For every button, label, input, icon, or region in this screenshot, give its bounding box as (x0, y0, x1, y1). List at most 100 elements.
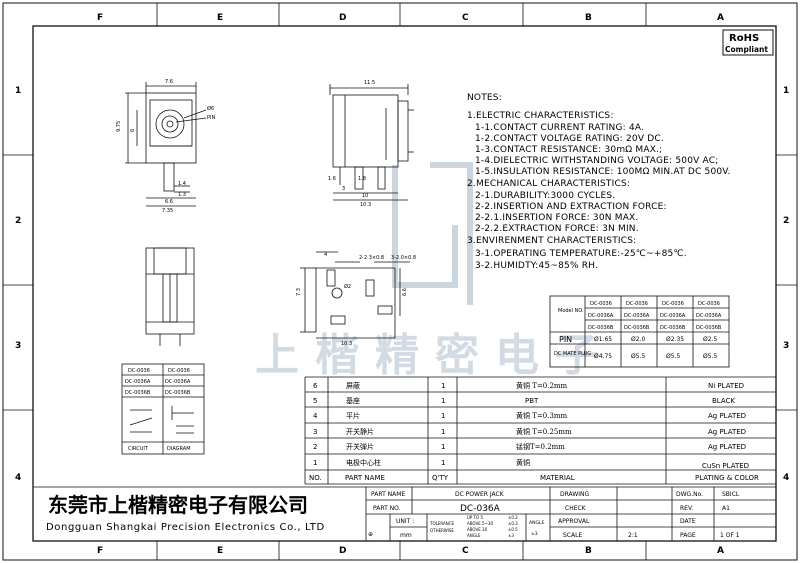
approval-label: APPROVAL (558, 518, 590, 525)
bom-row5-qty: 1 (441, 397, 445, 405)
notes-block: NOTES: 1.ELECTRIC CHARACTERISTICS: 1-1.C… (467, 93, 731, 271)
dim-side-c: 3 (342, 186, 345, 192)
bom-row4-qty: 1 (441, 412, 445, 420)
model-r2-c1: DC-0036A (588, 313, 614, 319)
bom-row5-plating: BLACK (712, 397, 735, 405)
bom-row2-material: 锰钢T=0.2mm (516, 442, 565, 451)
bom-row3-no: 3 (313, 428, 317, 436)
zone-row-4-right: 4 (783, 473, 789, 483)
dim-bottom-c: 6.6 (165, 199, 173, 205)
dwg-no-value: SBICL (722, 491, 740, 498)
circuit-r2-c2: DC-0036A (165, 379, 191, 385)
company-name-en: Dongguan Shangkai Precision Electronics … (46, 522, 325, 533)
unit-value: mm (400, 532, 412, 539)
bom-header-material: MATERIAL (540, 474, 575, 482)
dim-pcb-bottom: 10.3 (341, 341, 352, 347)
bom-header-no: NO. (309, 474, 322, 482)
zone-col-d-bottom: D (339, 546, 346, 556)
note-line-6: 1-5.INSULATION RESISTANCE: 100MΩ MIN.AT … (475, 167, 731, 177)
rohs-subtitle: Compliant (725, 45, 768, 54)
dim-side-d: 10 (362, 193, 368, 199)
bom-row6-name: 屏蔽 (346, 381, 360, 390)
scale-label: SCALE (563, 532, 582, 539)
part-no-value: DC-036A (460, 504, 501, 514)
bom-row4-no: 4 (313, 412, 318, 420)
bom-row4-plating: Ag PLATED (708, 412, 746, 420)
zone-col-f-bottom: F (97, 546, 103, 556)
model-r2-c3: DC-0036A (660, 313, 686, 319)
notes-title: NOTES: (467, 93, 502, 103)
tol-val-4: ±3 (508, 533, 514, 538)
page-label: PAGE (680, 532, 696, 539)
note-line-5: 1-4.DIELECTRIC WITHSTANDING VOLTAGE: 500… (475, 156, 718, 166)
rev-value: A1 (722, 505, 730, 512)
dim-pcb-4: 4 (324, 252, 327, 258)
tol-val-2: ±0.3 (508, 521, 518, 526)
bom-header-plating: PLATING & COLOR (695, 474, 759, 482)
bom-row2-no: 2 (313, 443, 317, 451)
bom-row1-name: 电极中心柱 (346, 458, 381, 467)
tol-val-3: ±0.5 (508, 527, 518, 532)
watermark-text: 上楷精密电子 (255, 330, 615, 381)
dim-bottom-d: 7.35 (162, 208, 173, 214)
watermark-logo (392, 162, 473, 305)
pin-label: PIN (559, 335, 572, 344)
tol-row-4: ANGLE (467, 533, 481, 538)
bom-table: 6 屏蔽 1 黄铜 T=0.2mm Ni PLATED 5 基座 1 PBT B… (304, 376, 776, 485)
plug-value-2: Ø5.5 (631, 353, 645, 360)
drawing-label: DRAWING (560, 491, 590, 498)
zone-row-3: 3 (15, 341, 21, 351)
part-name-label: PART NAME (371, 491, 405, 498)
zone-row-3-right: 3 (783, 341, 789, 351)
bom-row1-plating: CuSn PLATED (702, 462, 749, 470)
zone-col-b: B (585, 13, 592, 23)
angle-value: ±3 (531, 531, 538, 537)
bom-row6-qty: 1 (441, 382, 445, 390)
date-label: DATE (680, 518, 696, 525)
circuit-r3-c2: DC-0036B (165, 390, 191, 396)
plug-value-4: Ø5.5 (703, 353, 717, 360)
dim-pcb-slot1: 2-2.3×0.8 (359, 255, 384, 261)
bom-header-qty: Q'TY (432, 474, 449, 482)
dim-pcb-hole: Ø2 (344, 283, 351, 290)
pin-value-1: Ø1.65 (594, 336, 612, 343)
bom-row6-no: 6 (313, 382, 318, 390)
circuit-r2-c1: DC-0036A (125, 379, 151, 385)
circuit-r1-c1: DC-0036 (128, 368, 150, 374)
model-r3-c3: DC-0036B (660, 325, 686, 331)
bom-row6-material: 黄铜 T=0.2mm (516, 381, 568, 390)
zone-col-b-bottom: B (585, 546, 592, 556)
bom-row6-plating: Ni PLATED (708, 382, 744, 390)
note-line-12: 3.ENVIRENMENT CHARACTERISTICS: (467, 236, 636, 246)
model-r1-c4: DC-0036 (698, 301, 720, 307)
bom-row2-qty: 1 (441, 443, 445, 451)
zone-row-1: 1 (15, 86, 21, 96)
dim-side-top: 11.5 (364, 80, 375, 86)
model-r2-c4: DC-0036A (696, 313, 722, 319)
section-view (145, 247, 195, 346)
pin-value-2: Ø2.0 (631, 336, 645, 343)
note-line-7: 2.MECHANICAL CHARACTERISTICS: (467, 179, 630, 189)
tol-row-2: ABOVE 5~30 (467, 521, 493, 526)
projection-symbol: ⊕ (368, 531, 373, 538)
note-line-11: 2-2.2.EXTRACTION FORCE: 3N MIN. (475, 224, 639, 234)
zone-col-f: F (97, 13, 103, 23)
tol-row-1: UP TO 5 (467, 515, 483, 520)
dim-side-e: 10.3 (360, 202, 371, 208)
part-no-label: PART NO. (373, 505, 401, 512)
model-r1-c1: DC-0036 (590, 301, 612, 307)
company-name-cn: 东莞市上楷精密电子有限公司 (48, 493, 308, 517)
note-line-2: 1-1.CONTACT CURRENT RATING: 4A. (475, 123, 644, 133)
row-zone-labels: 1 2 3 4 1 2 3 4 (15, 86, 789, 483)
zone-col-e-bottom: E (217, 546, 223, 556)
dim-front-width: 7.6 (165, 79, 173, 85)
note-line-3: 1-2.CONTACT VOLTAGE RATING: 20V DC. (475, 134, 664, 144)
zone-col-e: E (217, 13, 223, 23)
zone-col-c: C (462, 13, 469, 23)
column-zone-labels: F E D C B A F E D C B A (3, 3, 797, 560)
zone-col-c-bottom: C (462, 546, 469, 556)
model-r1-c2: DC-0036 (626, 301, 648, 307)
bom-row3-qty: 1 (441, 428, 445, 436)
bom-row1-no: 1 (313, 459, 317, 467)
otherwise-label: OTHERWISE (430, 528, 454, 533)
